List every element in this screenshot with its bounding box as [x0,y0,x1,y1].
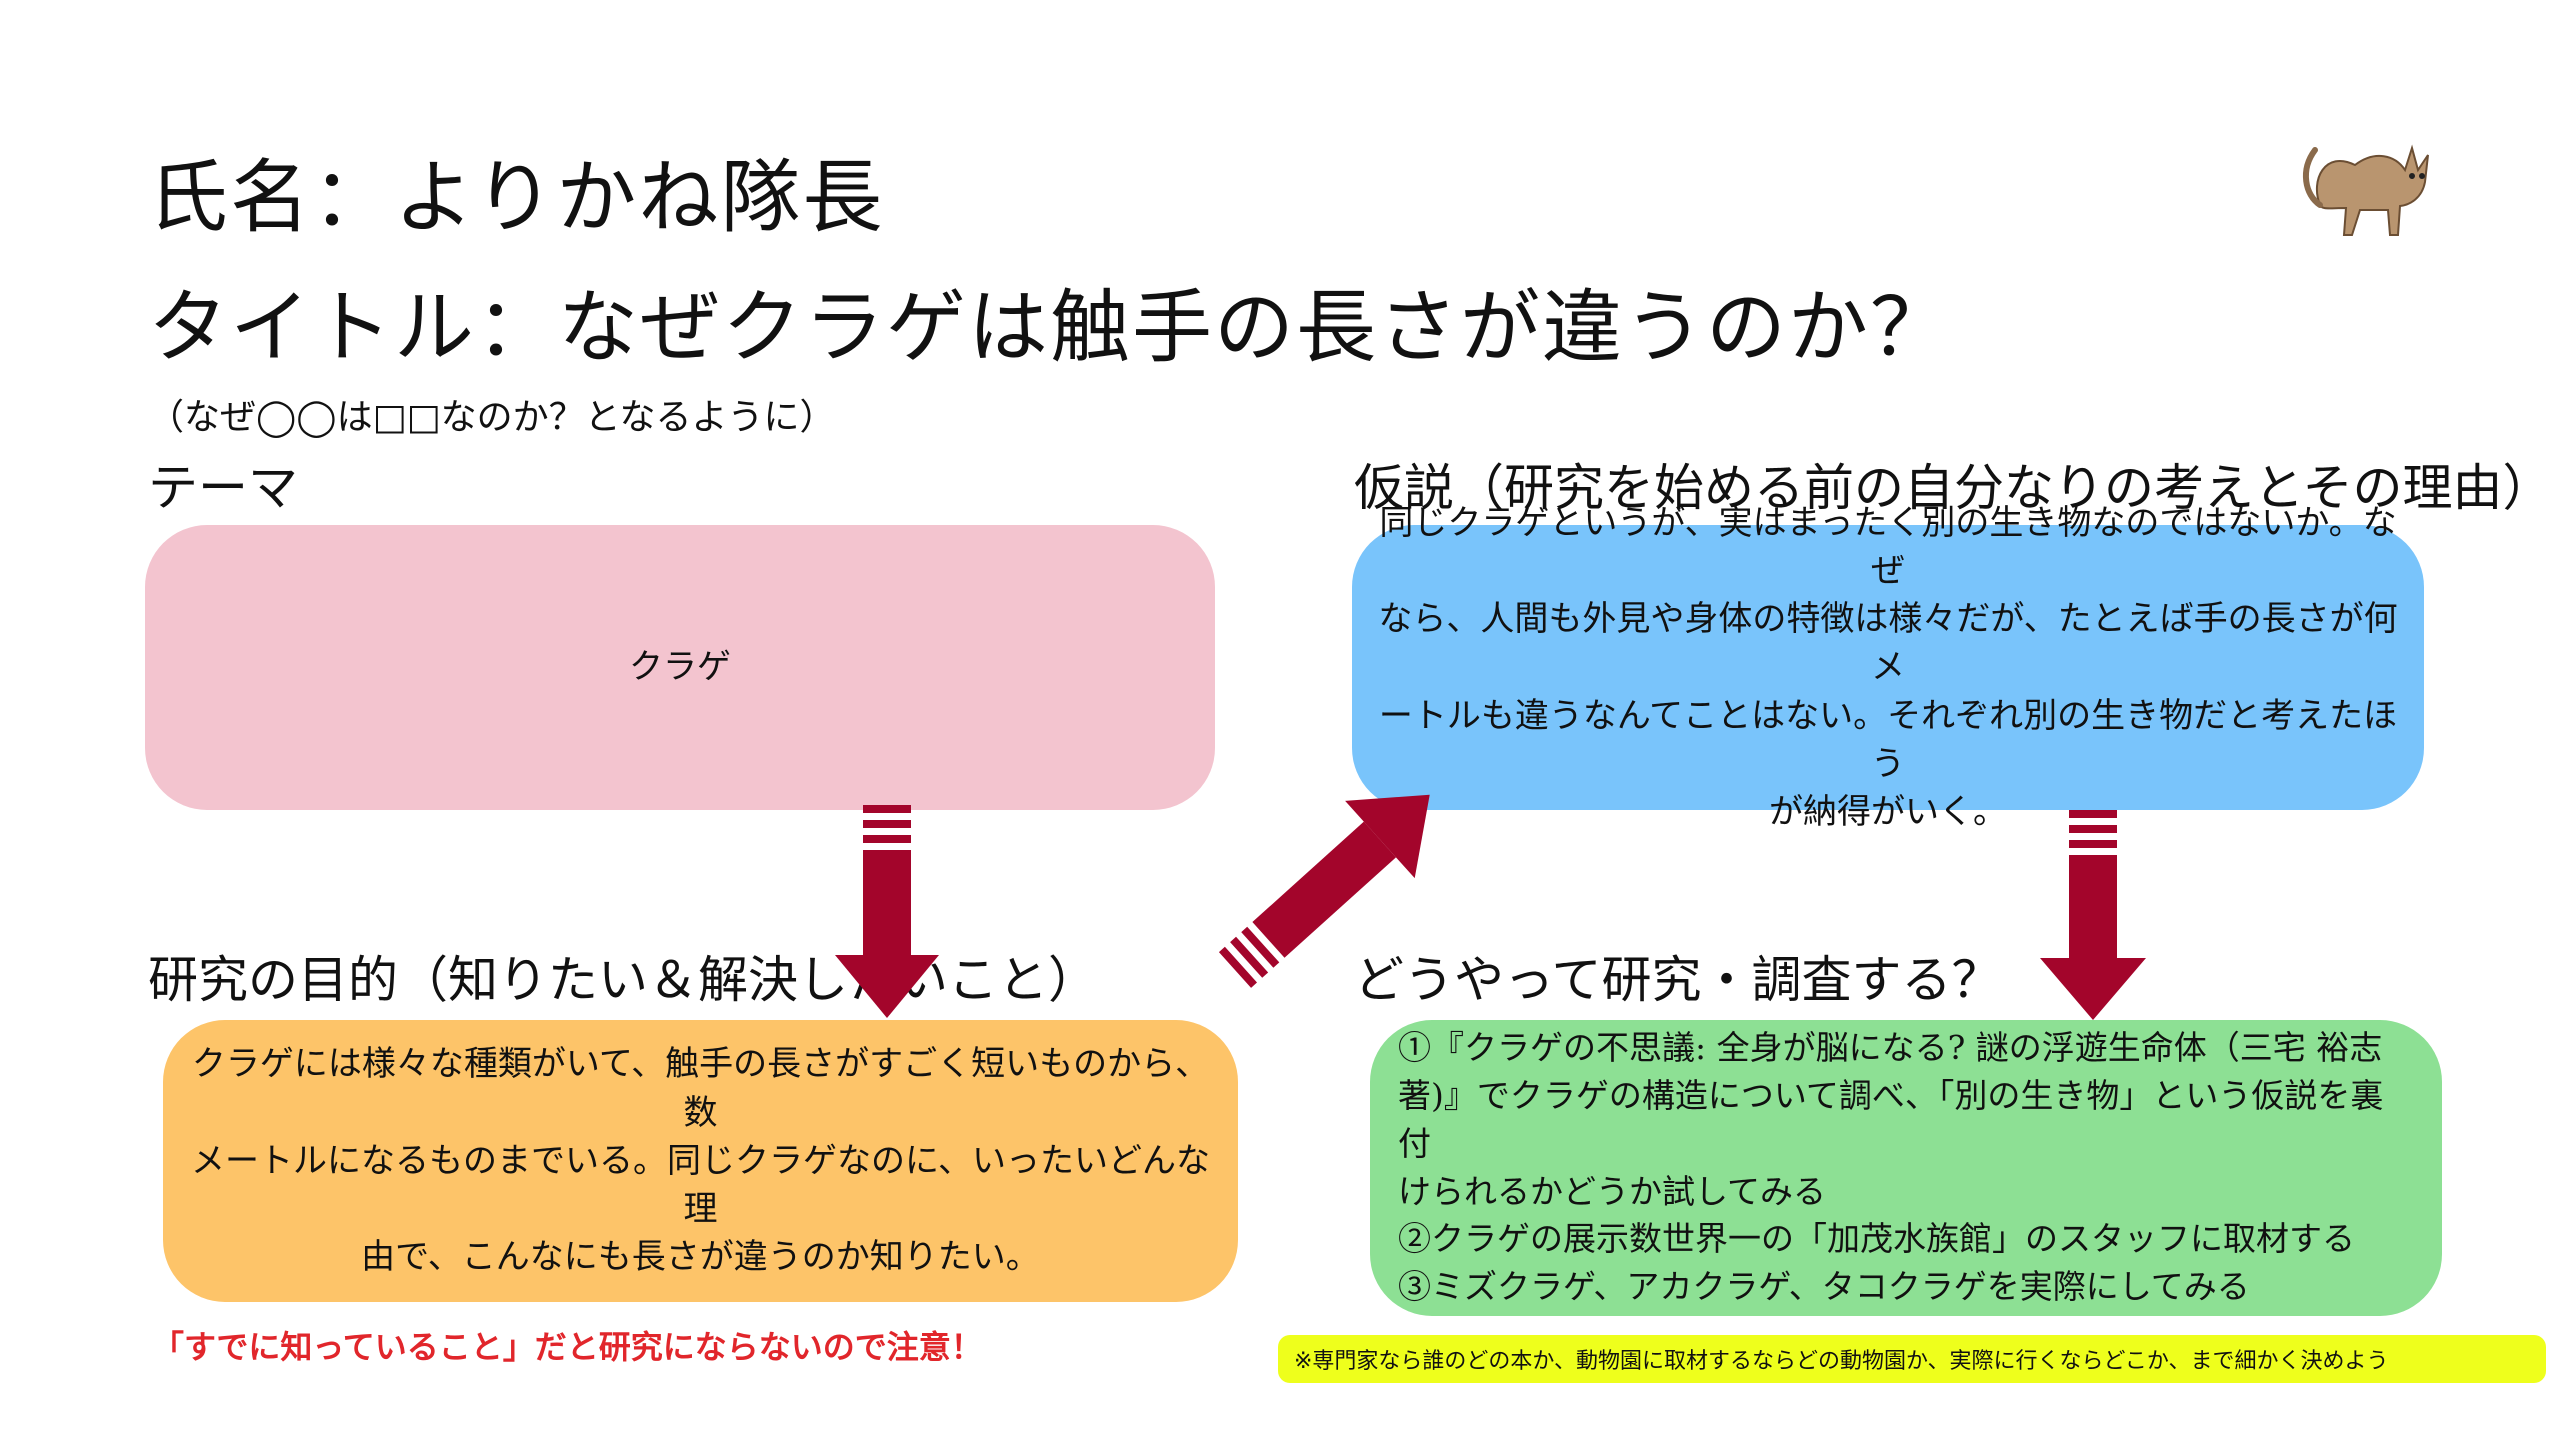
title-hint: （なぜ◯◯は□□なのか？となるように） [148,397,836,438]
method-heading: どうやって研究・調査する？ [1354,951,2002,1009]
tip-note: ※専門家なら誰のどの本か、動物園に取材するならどの動物園か、実際に行くならどこか… [1278,1335,2546,1383]
purpose-heading: 研究の目的（知りたい＆解決したいこと） [148,951,1098,1009]
hypothesis-content: 同じクラゲというが、実はまったく別の生き物なのではないか。なぜ なら、人間も外見… [1378,502,2398,833]
hypothesis-box: 同じクラゲというが、実はまったく別の生き物なのではないか。なぜ なら、人間も外見… [1352,503,2424,832]
striped-arrow-icon [2040,810,2146,1020]
striped-arrow-icon [835,805,939,1018]
theme-box: クラゲ [145,525,1215,810]
theme-content: クラゲ [629,647,731,688]
name-line: 氏名：よりかね隊長 [148,151,885,244]
method-box: ①『クラゲの不思議: 全身が脳になる? 謎の浮遊生命体（三宅 裕志 著)』でクラ… [1370,1020,2442,1316]
purpose-box: クラゲには様々な種類がいて、触手の長さがすごく短いものから、数 メートルになるも… [163,1020,1238,1302]
striped-arrow-icon [1218,794,1430,988]
hypothesis-heading: 仮説（研究を始める前の自分なりの考えとその理由） [1354,459,2553,517]
purpose-content: クラゲには様々な種類がいて、触手の長さがすごく短いものから、数 メートルになるも… [191,1044,1210,1278]
theme-heading: テーマ [148,459,298,517]
warning-note: 「すでに知っていること」だと研究にならないので注意！ [152,1328,983,1366]
page-title: タイトル：なぜクラゲは触手の長さが違うのか？ [148,281,1952,374]
method-content: ①『クラゲの不思議: 全身が脳になる? 謎の浮遊生命体（三宅 裕志 著)』でクラ… [1398,1028,2384,1307]
cat-icon [2302,144,2429,236]
